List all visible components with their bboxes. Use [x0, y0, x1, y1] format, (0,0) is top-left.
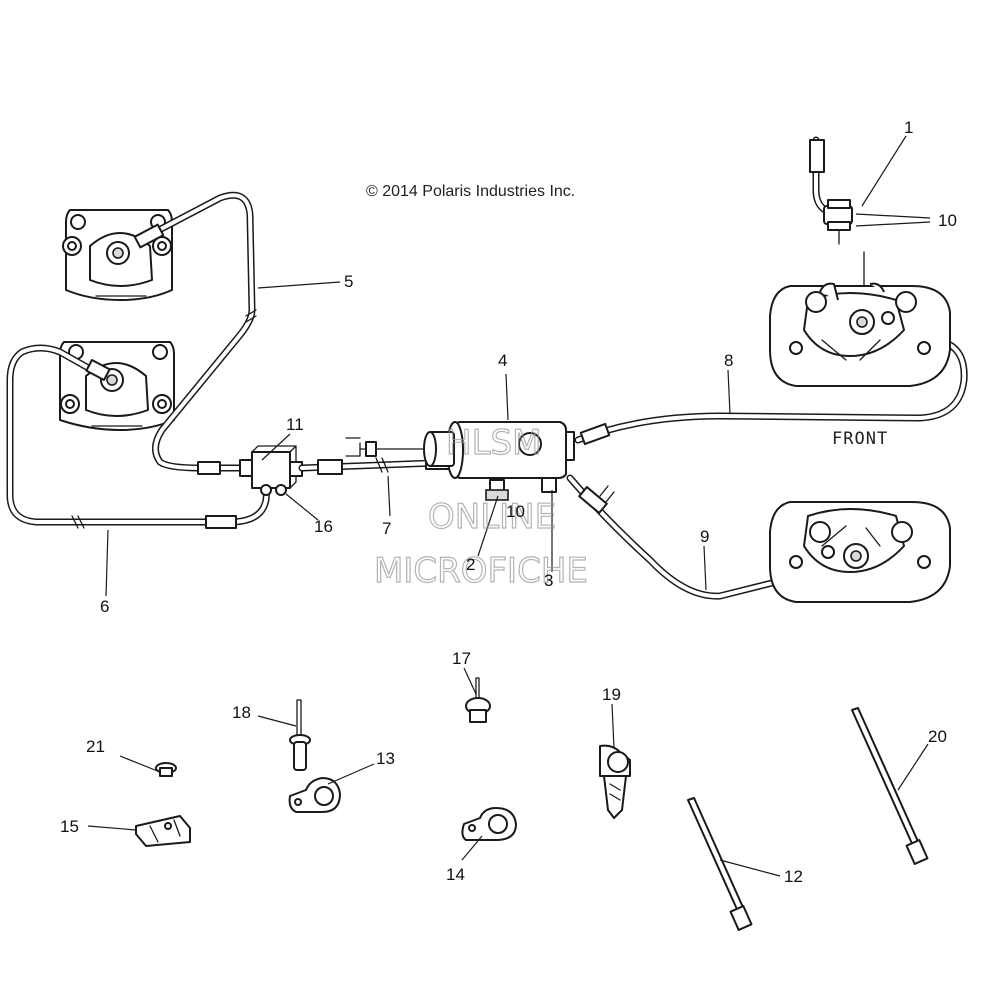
watermark: HLSM ONLINE MICROFICHE	[373, 422, 588, 591]
callout-1: 1	[904, 118, 913, 137]
banjo-bolt-1	[809, 136, 865, 287]
p-clamp-14	[461, 807, 517, 841]
callout-numbers: 1 10 5 4 8 11 16 7 10 6 2 3 9 17 19 18 2…	[60, 118, 957, 886]
svg-text:HLSM: HLSM	[446, 423, 541, 463]
cable-tie-12	[687, 797, 753, 931]
clip-15	[135, 815, 191, 847]
callout-10-right: 10	[938, 211, 957, 230]
copyright-text: © 2014 Polaris Industries Inc.	[366, 183, 575, 200]
callout-13: 13	[376, 749, 395, 768]
master-cylinder-4	[345, 421, 575, 501]
front-caliper-lower	[769, 501, 951, 603]
brake-line-6	[6, 344, 272, 529]
front-caliper-upper	[769, 282, 951, 387]
callout-19: 19	[602, 685, 621, 704]
svg-text:ONLINE: ONLINE	[428, 497, 556, 537]
callout-4: 4	[498, 351, 507, 370]
callout-20: 20	[928, 727, 947, 746]
svg-text:MICROFICHE: MICROFICHE	[374, 551, 588, 591]
callout-9: 9	[700, 527, 709, 546]
screw-17	[465, 677, 491, 723]
screw-21	[155, 762, 177, 777]
p-clamp-13	[288, 777, 341, 813]
callout-12: 12	[784, 867, 803, 886]
rear-caliper-upper	[62, 209, 173, 301]
rear-caliper-lower	[59, 341, 175, 431]
callout-15: 15	[60, 817, 79, 836]
rivet-18	[289, 699, 311, 771]
callout-18: 18	[232, 703, 251, 722]
callout-21: 21	[86, 737, 105, 756]
callout-14: 14	[446, 865, 465, 884]
callout-5: 5	[344, 272, 353, 291]
junction-block-11	[239, 445, 303, 496]
callout-17: 17	[452, 649, 471, 668]
callout-11: 11	[286, 415, 304, 434]
callout-8: 8	[724, 351, 733, 370]
callout-7: 7	[382, 519, 391, 538]
brake-line-5	[133, 191, 257, 475]
callout-10-center: 10	[506, 502, 525, 521]
cable-tie-20	[851, 707, 929, 865]
clip-19	[599, 744, 631, 819]
front-label: FRONT	[832, 429, 888, 449]
leader-lines	[87, 135, 931, 877]
callout-3: 3	[544, 571, 553, 590]
callout-2: 2	[466, 555, 475, 574]
callout-16: 16	[314, 517, 333, 536]
callout-6: 6	[100, 597, 109, 616]
